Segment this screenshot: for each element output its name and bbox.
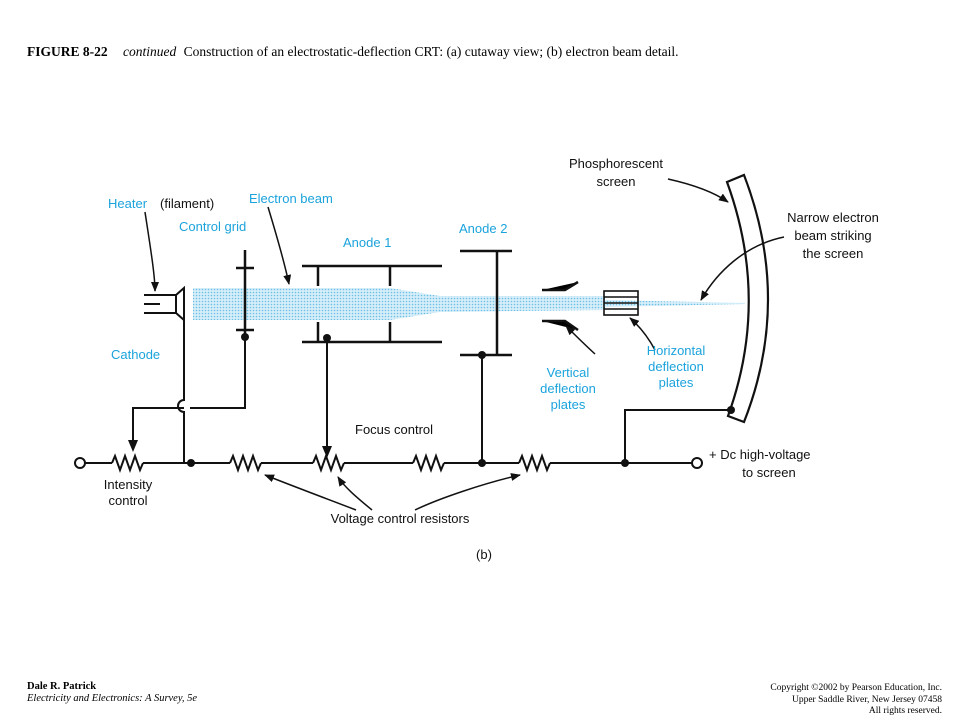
horizontal-plates-label-3: plates <box>659 375 694 390</box>
horizontal-plates-label-2: deflection <box>648 359 704 374</box>
pointer-arrows <box>144 178 785 511</box>
left-terminal <box>74 457 86 469</box>
circuit-wiring <box>85 320 731 473</box>
filament-label: (filament) <box>160 196 214 211</box>
caption-continued: continued <box>123 44 177 59</box>
dc-voltage-label-1: + Dc high-voltage <box>709 447 811 462</box>
focus-wiper-arrow <box>322 446 332 458</box>
phosphor-label-2: screen <box>596 174 635 189</box>
dc-voltage-label-2: to screen <box>742 465 795 480</box>
figure-caption: FIGURE 8-22 continued Construction of an… <box>27 44 937 60</box>
footer-copyright-2: Upper Saddle River, New Jersey 07458 <box>791 694 942 705</box>
part-label: (b) <box>476 547 492 562</box>
cathode-heater-element <box>144 285 185 323</box>
vertical-plates-label-3: plates <box>551 397 586 412</box>
phosphorescent-screen <box>725 173 770 424</box>
phosphor-label-1: Phosphorescent <box>569 156 663 171</box>
footer-copyright-block: Copyright ©2002 by Pearson Education, In… <box>770 683 942 718</box>
anode-1 <box>302 264 442 344</box>
anode-1-label: Anode 1 <box>343 235 391 250</box>
hv-terminal <box>691 457 703 469</box>
cathode-label: Cathode <box>111 347 160 362</box>
electron-beam-label: Electron beam <box>249 191 333 206</box>
intensity-control-label-1: Intensity <box>104 477 153 492</box>
control-grid <box>236 250 254 340</box>
horizontal-plates-label-1: Horizontal <box>647 343 706 358</box>
footer-author-block: Dale R. Patrick Electricity and Electron… <box>27 681 197 705</box>
footer-book: Electricity and Electronics: A Survey, 5… <box>27 693 198 704</box>
caption-text: Construction of an electrostatic-deflect… <box>183 44 679 59</box>
narrow-beam-label-2: beam striking <box>794 228 871 243</box>
narrow-beam-label-1: Narrow electron <box>787 210 879 225</box>
horizontal-deflection-plates <box>603 290 639 316</box>
control-grid-label: Control grid <box>179 219 246 234</box>
figure-number: FIGURE 8-22 <box>27 44 108 59</box>
vertical-plates-label-1: Vertical <box>547 365 590 380</box>
voltage-resistors-label: Voltage control resistors <box>331 511 470 526</box>
electron-beam <box>193 288 745 320</box>
footer-copyright-1: Copyright ©2002 by Pearson Education, In… <box>770 683 942 693</box>
vertical-plates-label-2: deflection <box>540 381 596 396</box>
anode-2-label: Anode 2 <box>459 221 507 236</box>
footer-copyright-3: All rights reserved. <box>868 706 942 716</box>
focus-control-label: Focus control <box>355 422 433 437</box>
heater-label: Heater <box>108 196 148 211</box>
intensity-control-label-2: control <box>108 493 147 508</box>
intensity-wiper-arrow <box>128 440 138 452</box>
narrow-beam-label-3: the screen <box>803 246 864 261</box>
junctions <box>187 459 629 467</box>
footer-author: Dale R. Patrick <box>27 681 97 692</box>
